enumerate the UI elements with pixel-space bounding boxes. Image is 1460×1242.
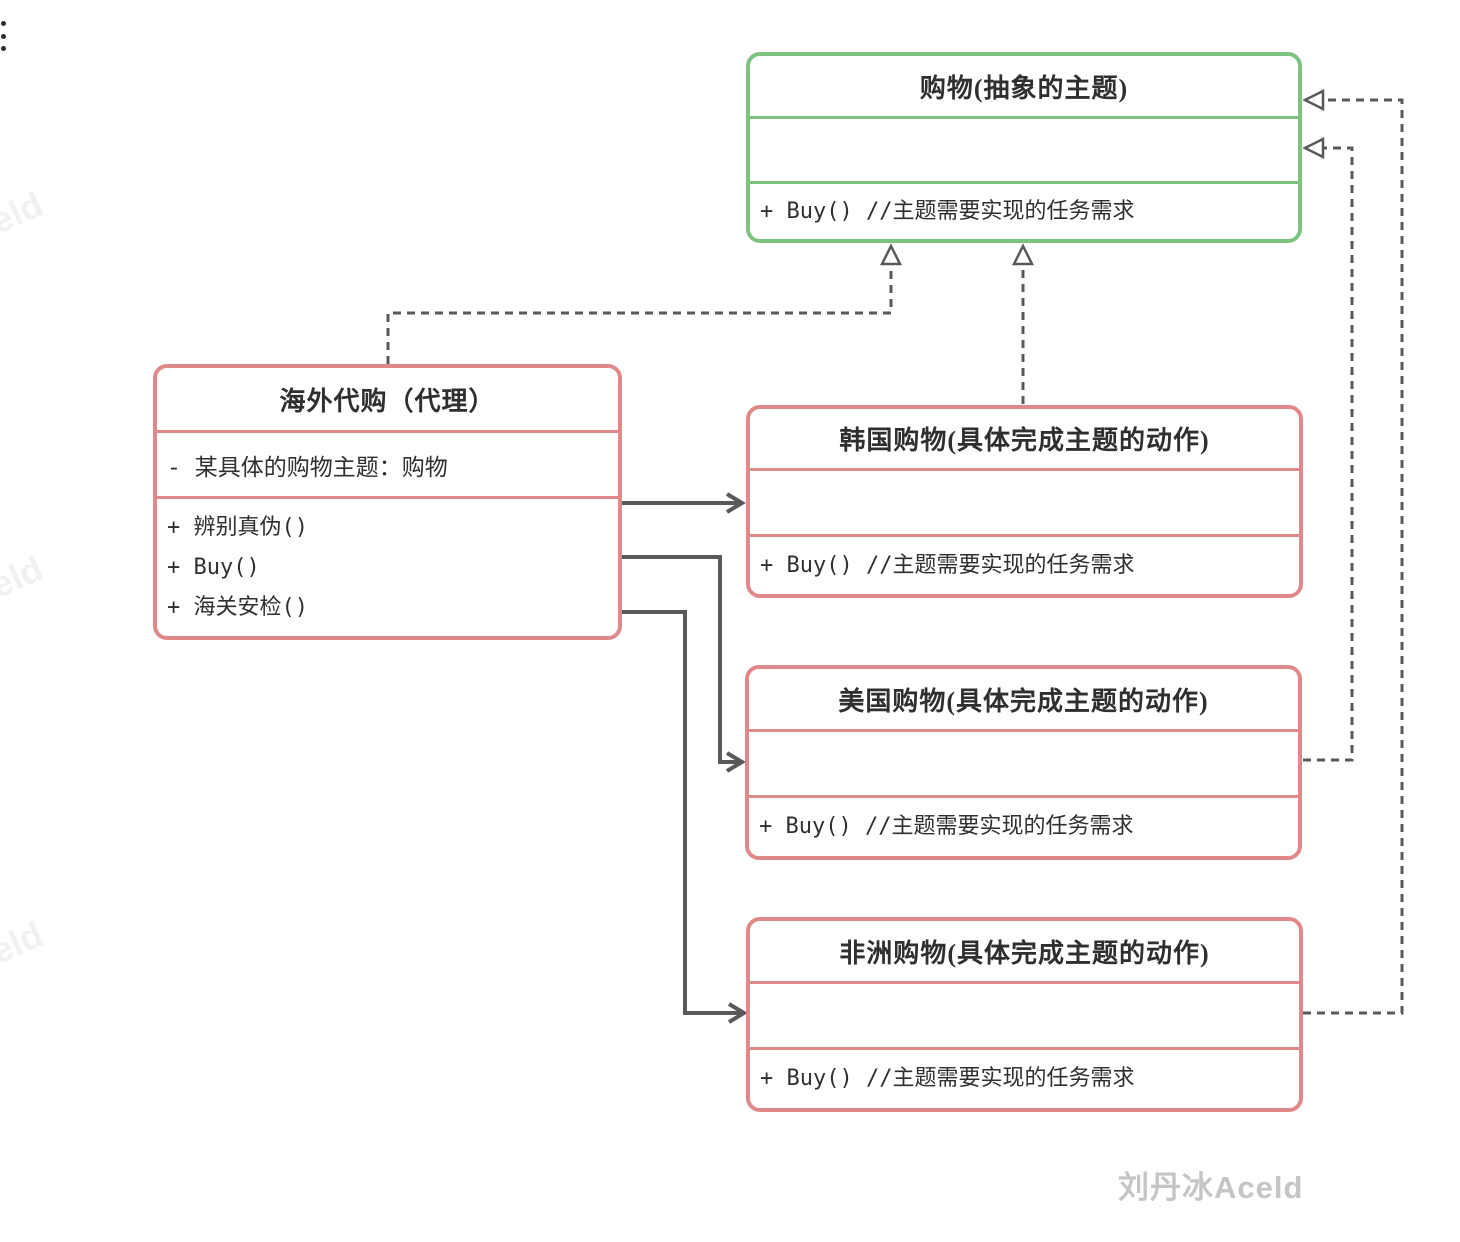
class-title: 韩国购物(具体完成主题的动作) [750, 409, 1299, 471]
class-box-korea-shopping: 韩国购物(具体完成主题的动作) + Buy() //主题需要实现的任务需求 [746, 405, 1303, 598]
open-arrowhead [725, 492, 746, 514]
method-row: + Buy() //主题需要实现的任务需求 [760, 552, 1135, 578]
class-attributes-empty [750, 471, 1299, 537]
class-attribute-row: - 某具体的购物主题：购物 [157, 433, 618, 499]
author-watermark: 刘丹冰Aceld [1118, 1170, 1304, 1205]
open-arrowhead [725, 751, 746, 773]
hollow-triangle-arrowhead [1302, 88, 1325, 112]
association-proxy-to-usa [622, 555, 746, 773]
method-row: + Buy() [167, 554, 260, 580]
association-proxy-to-africa [622, 610, 748, 1024]
class-methods: + Buy() //主题需要实现的任务需求 [750, 1050, 1299, 1108]
class-methods: + 辨别真伪() + Buy() + 海关安检() [157, 499, 618, 636]
class-box-proxy: 海外代购（代理） - 某具体的购物主题：购物 + 辨别真伪() + Buy() … [153, 364, 622, 640]
kebab-dot [1, 21, 6, 26]
open-arrowhead [727, 1002, 748, 1024]
kebab-menu-icon[interactable] [1, 21, 9, 51]
class-box-africa-shopping: 非洲购物(具体完成主题的动作) + Buy() //主题需要实现的任务需求 [746, 917, 1303, 1112]
edge-watermark: eld [0, 547, 49, 606]
class-box-usa-shopping: 美国购物(具体完成主题的动作) + Buy() //主题需要实现的任务需求 [745, 665, 1302, 860]
hollow-triangle-arrowhead [1302, 136, 1325, 160]
class-methods: + Buy() //主题需要实现的任务需求 [750, 184, 1298, 239]
class-attributes-empty [749, 732, 1298, 798]
class-title: 海外代购（代理） [157, 368, 618, 433]
class-title: 非洲购物(具体完成主题的动作) [750, 921, 1299, 984]
realization-proxy-to-abstract [386, 243, 903, 364]
class-attributes-empty [750, 984, 1299, 1050]
class-box-abstract-subject: 购物(抽象的主题) + Buy() //主题需要实现的任务需求 [746, 52, 1302, 243]
hollow-triangle-arrowhead [879, 243, 903, 266]
class-title: 美国购物(具体完成主题的动作) [749, 669, 1298, 732]
method-row: + 辨别真伪() [167, 514, 308, 540]
class-title: 购物(抽象的主题) [750, 56, 1298, 119]
kebab-dot [1, 33, 6, 39]
method-row: + Buy() //主题需要实现的任务需求 [759, 814, 1134, 839]
edge-watermark: eld [0, 183, 49, 242]
realization-africa-to-abstract [1302, 88, 1404, 1015]
kebab-dot [1, 46, 6, 51]
method-row: + 海关安检() [167, 594, 308, 620]
class-methods: + Buy() //主题需要实现的任务需求 [749, 798, 1298, 856]
association-proxy-to-korea [622, 492, 746, 514]
class-methods: + Buy() //主题需要实现的任务需求 [750, 537, 1299, 594]
method-row: + Buy() //主题需要实现的任务需求 [760, 1066, 1135, 1091]
hollow-triangle-arrowhead [1011, 243, 1035, 266]
class-attributes-empty [750, 119, 1298, 184]
edge-watermark: eld [0, 913, 49, 972]
method-row: + Buy() //主题需要实现的任务需求 [760, 198, 1135, 224]
realization-usa-to-abstract [1302, 136, 1354, 762]
realization-korea-to-abstract [1011, 243, 1035, 404]
